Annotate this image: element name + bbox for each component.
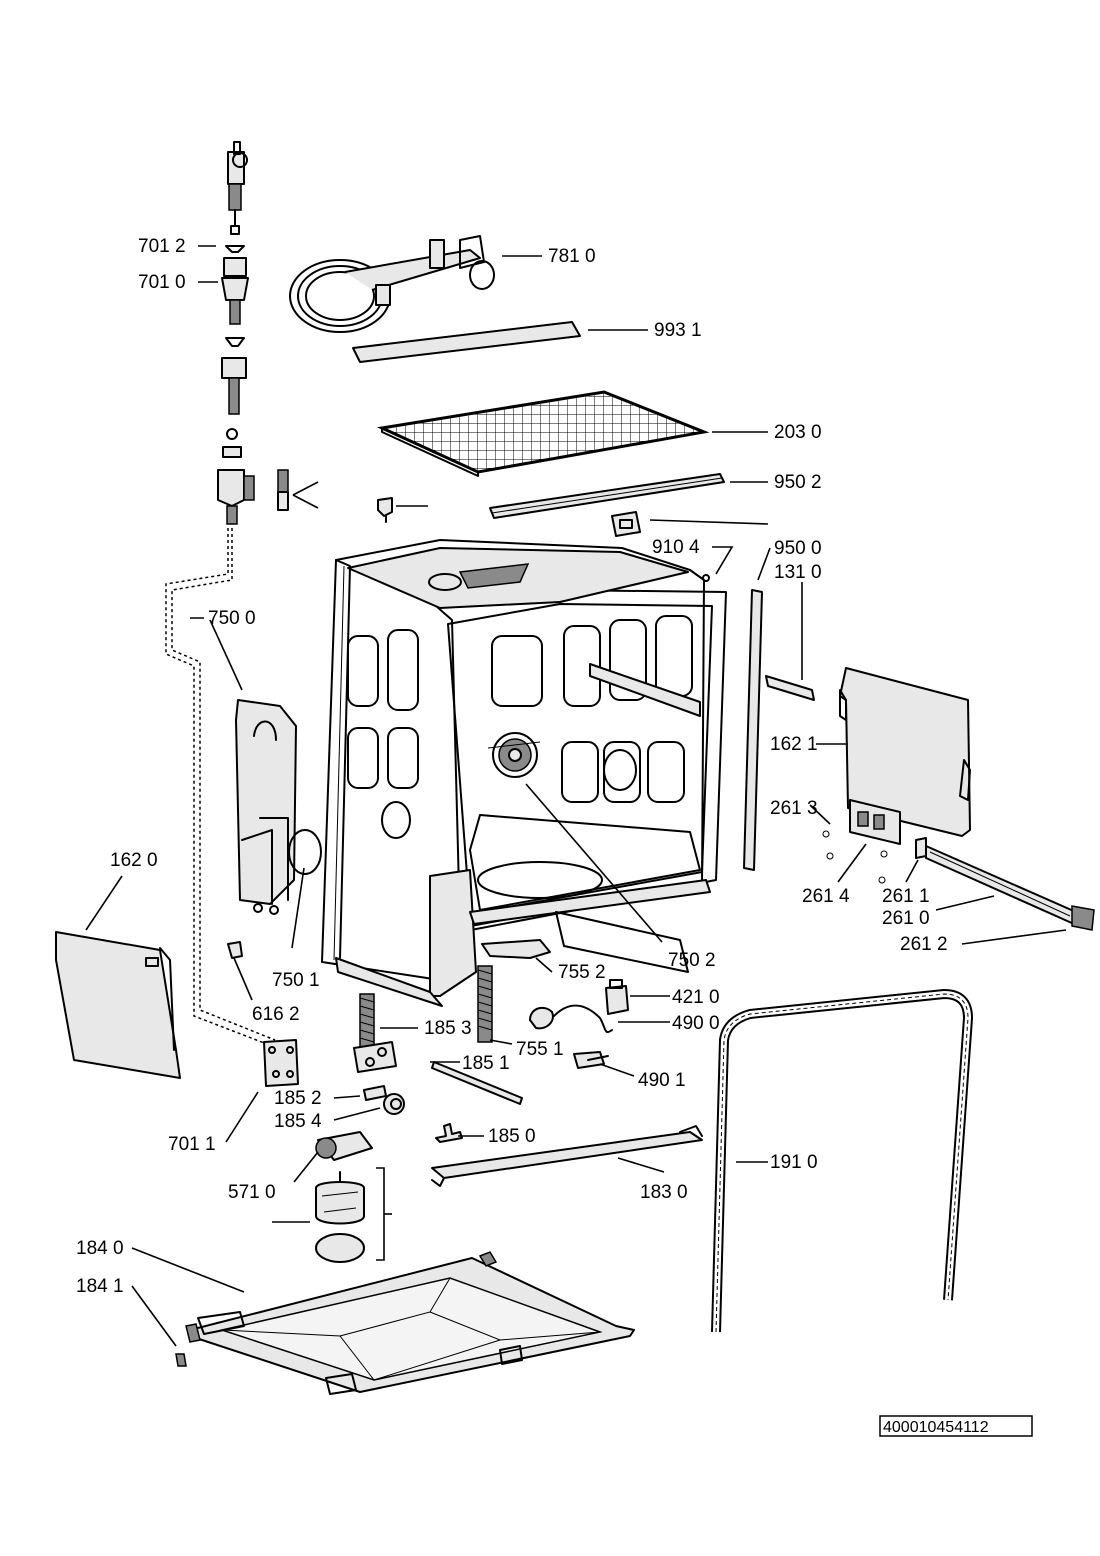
document-id-box: 400010454112: [879, 1415, 1033, 1437]
label-571-0: 571 0: [228, 1182, 276, 1203]
document-id: 400010454112: [883, 1419, 989, 1436]
tub-frame: [321, 539, 727, 1007]
label-162-1: 162 1: [770, 734, 818, 755]
inlet-valve-assembly: [217, 141, 319, 525]
label-755-2: 755 2: [558, 962, 606, 983]
label-701-1: 701 1: [168, 1134, 216, 1155]
door-seal: [711, 989, 973, 1333]
label-750-2: 750 2: [668, 950, 716, 971]
label-950-0: 950 0: [774, 538, 822, 559]
label-261-2: 261 2: [900, 934, 948, 955]
label-191-0: 191 0: [770, 1152, 818, 1173]
label-185-1: 185 1: [462, 1053, 510, 1074]
label-261-0: 261 0: [882, 908, 930, 929]
water-pipe-parts: [477, 939, 551, 1043]
label-131-0: 131 0: [774, 562, 822, 583]
insulation-strip: [352, 321, 581, 363]
label-261-3: 261 3: [770, 798, 818, 819]
cable-dashed-path: [165, 528, 276, 1047]
leader-lines: [85, 245, 1067, 1347]
label-184-0: 184 0: [76, 1238, 124, 1259]
seal-ring: [288, 829, 322, 875]
label-701-0: 701 0: [138, 272, 186, 293]
bitumen-grid-panel: [376, 390, 710, 477]
label-185-4: 185 4: [274, 1111, 322, 1132]
top-rail: [489, 473, 725, 519]
label-993-1: 993 1: [654, 320, 702, 341]
small-left-parts: [227, 941, 299, 1087]
pump-parts: [272, 993, 523, 1263]
label-616-2: 616 2: [252, 1004, 300, 1025]
side-panel-left: [55, 931, 181, 1079]
label-490-1: 490 1: [638, 1070, 686, 1091]
label-162-0: 162 0: [110, 850, 158, 871]
label-261-1: 261 1: [882, 886, 930, 907]
label-701-2: 701 2: [138, 236, 186, 257]
label-950-2: 950 2: [774, 472, 822, 493]
label-185-2: 185 2: [274, 1088, 322, 1109]
label-781-0: 781 0: [548, 246, 596, 267]
bracket-clip: [611, 511, 641, 537]
drain-hose: [289, 235, 495, 333]
front-plinth: [431, 1125, 703, 1187]
label-421-0: 421 0: [672, 987, 720, 1008]
hinge-assembly: [822, 799, 1095, 931]
label-490-0: 490 0: [672, 1013, 720, 1034]
screw-part: [702, 574, 710, 582]
side-panel-right: [839, 667, 971, 837]
side-rail-right: [743, 589, 763, 871]
label-750-0: 750 0: [208, 608, 256, 629]
label-261-4: 261 4: [802, 886, 850, 907]
label-203-0: 203 0: [774, 422, 822, 443]
side-water-tank: [235, 699, 297, 915]
label-750-1: 750 1: [272, 970, 320, 991]
part-labels: 701 2 701 0 781 0 993 1 203 0 950 2 910 …: [76, 236, 948, 1297]
clip-part: [377, 497, 393, 523]
label-185-0: 185 0: [488, 1126, 536, 1147]
wiring-parts: [529, 979, 629, 1069]
label-755-1: 755 1: [516, 1039, 564, 1060]
label-910-4: 910 4: [652, 537, 700, 558]
label-183-0: 183 0: [640, 1182, 688, 1203]
label-184-1: 184 1: [76, 1276, 124, 1297]
hinge-strip: [765, 675, 815, 701]
base-pan: [175, 1251, 635, 1395]
label-185-3: 185 3: [424, 1018, 472, 1039]
